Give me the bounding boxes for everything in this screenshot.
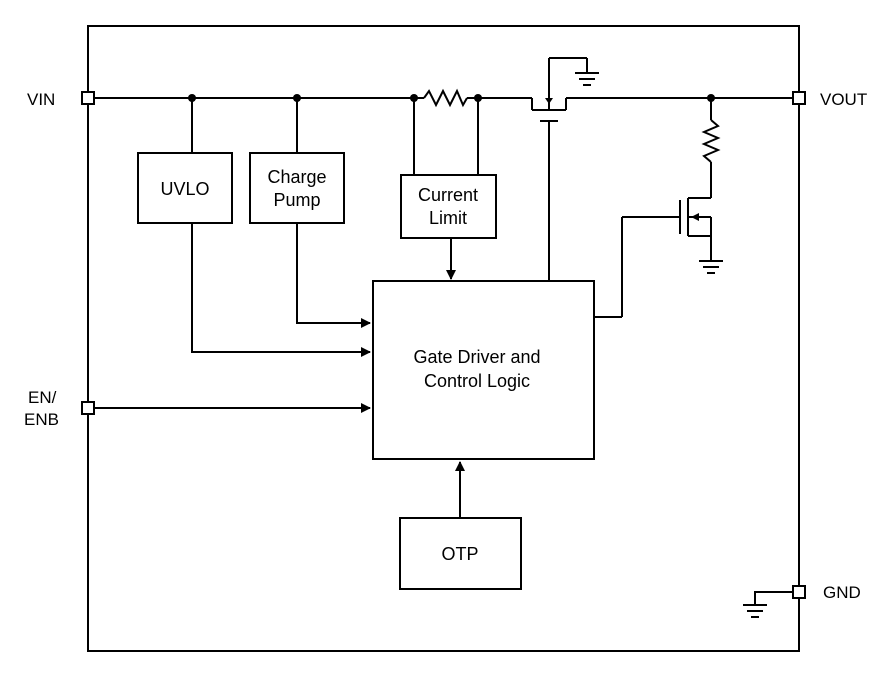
en-label-line2: ENB — [24, 410, 59, 429]
charge-pump-block — [249, 152, 345, 224]
pass-mosfet — [532, 57, 711, 281]
vin-label: VIN — [27, 90, 55, 109]
current-limit-label-line2: Limit — [429, 208, 467, 228]
uvlo-block — [137, 152, 233, 224]
charge-pump-signal — [296, 223, 371, 328]
uvlo-signal — [191, 223, 371, 357]
gnd-label: GND — [823, 583, 861, 602]
vout-label: VOUT — [820, 90, 867, 109]
ground-symbol — [699, 260, 723, 274]
current-limit-label-line1: Current — [418, 185, 478, 205]
discharge-resistor — [701, 119, 721, 163]
ground-symbol — [575, 72, 599, 86]
uvlo-label: UVLO — [160, 179, 209, 199]
vin-pin — [81, 91, 95, 105]
otp-block — [399, 517, 522, 590]
gate-driver-block — [372, 280, 595, 460]
vout-pin — [792, 91, 806, 105]
vin-bus — [94, 88, 533, 110]
charge-pump-label-line1: Charge — [267, 167, 326, 187]
discharge-path — [594, 98, 721, 318]
package-outline — [87, 25, 800, 652]
ground-symbol — [743, 604, 767, 618]
otp-label: OTP — [441, 544, 478, 564]
gate-driver-label-line2: Control Logic — [424, 371, 530, 391]
gate-driver-label-line1: Gate Driver and — [413, 347, 540, 367]
gnd-connection — [754, 591, 793, 605]
current-limit-block — [400, 174, 497, 239]
charge-pump-label-line2: Pump — [273, 190, 320, 210]
en-pin — [81, 401, 95, 415]
gnd-pin — [792, 585, 806, 599]
sense-resistor — [423, 88, 468, 108]
en-label-line1: EN/ — [28, 388, 57, 407]
